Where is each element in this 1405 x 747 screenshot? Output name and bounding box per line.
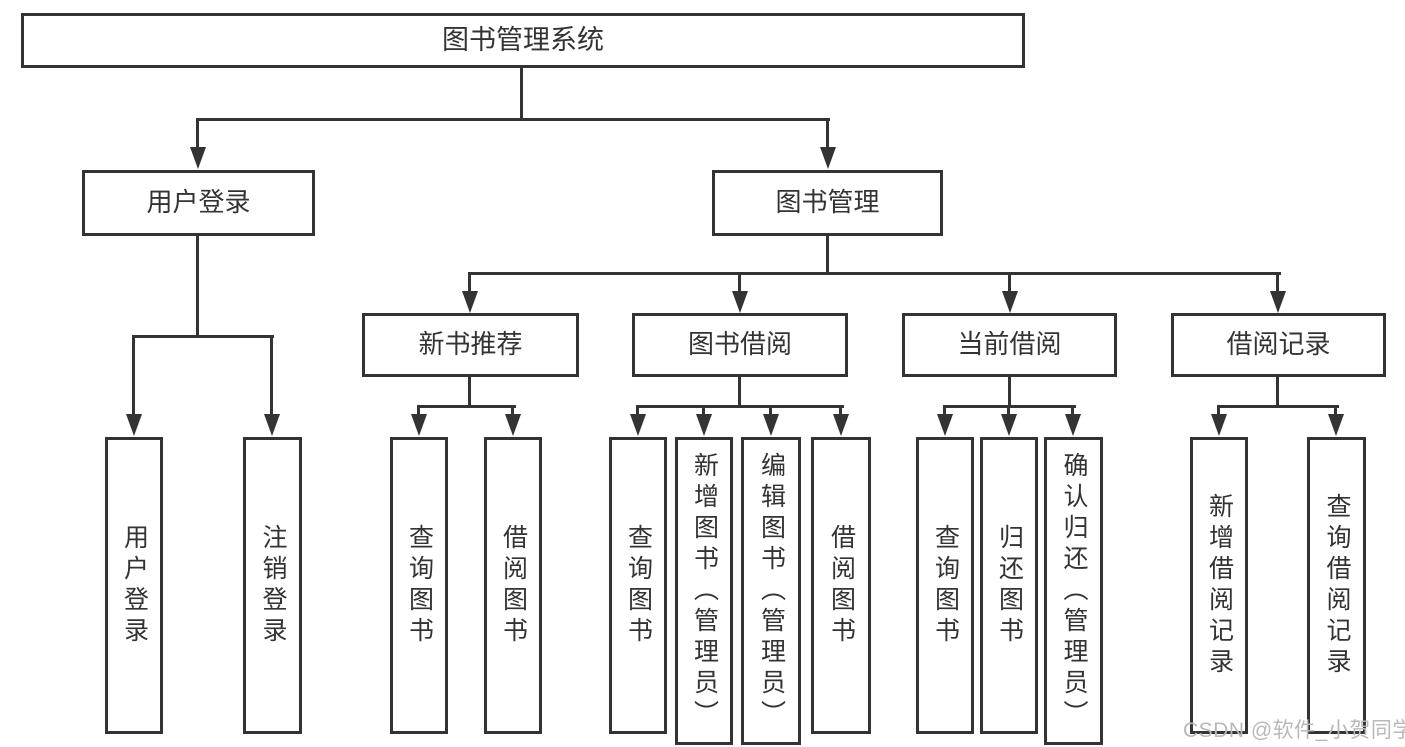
node-book-management: 图书管理 (712, 170, 943, 236)
leaf-borrow-query-books-label: 查询图书 (624, 523, 653, 648)
leaf-current-return-books-label: 归还图书 (995, 523, 1024, 648)
leaf-user-login-label: 用户登录 (120, 523, 149, 648)
leaf-borrow-add-books-admin: 新增图书（管理员） (675, 437, 733, 745)
leaf-user-login: 用户登录 (105, 437, 163, 734)
node-borrow-records-label: 借阅记录 (1226, 329, 1331, 360)
connector-line (1071, 405, 1074, 417)
leaf-current-query-books-label: 查询图书 (931, 523, 960, 648)
connector-line (1217, 405, 1220, 417)
leaf-newbooks-borrow-books: 借阅图书 (484, 437, 542, 734)
node-current-borrow: 当前借阅 (902, 313, 1117, 377)
node-book-borrow: 图书借阅 (632, 313, 848, 377)
leaf-records-add-record-label: 新增借阅记录 (1205, 492, 1234, 679)
connector-line (943, 405, 946, 417)
connector-arrow (630, 414, 646, 436)
connector-line (196, 118, 830, 121)
leaf-newbooks-query-books-label: 查询图书 (405, 523, 434, 648)
connector-arrow (732, 291, 748, 313)
connector-arrow (462, 291, 478, 313)
connector-line (196, 118, 199, 150)
connector-line (468, 377, 471, 407)
csdn-watermark: CSDN @软件_小贺同学 (1183, 719, 1405, 742)
connector-line (132, 335, 274, 338)
node-current-borrow-label: 当前借阅 (957, 329, 1062, 360)
connector-line (738, 272, 741, 293)
leaf-borrow-borrow-books: 借阅图书 (811, 437, 871, 734)
leaf-current-confirm-return-admin: 确认归还（管理员） (1044, 437, 1103, 745)
connector-line (132, 335, 135, 416)
connector-line (839, 405, 842, 417)
leaf-records-query-record-label: 查询借阅记录 (1323, 492, 1351, 679)
node-book-management-label: 图书管理 (775, 187, 880, 218)
connector-line (520, 68, 523, 118)
connector-line (468, 272, 1281, 275)
node-root-system: 图书管理系统 (21, 13, 1025, 68)
connector-arrow (264, 414, 280, 436)
leaf-current-return-books: 归还图书 (980, 437, 1038, 734)
connector-line (636, 405, 639, 417)
leaf-borrow-edit-books-admin: 编辑图书（管理员） (741, 437, 801, 745)
connector-line (769, 405, 772, 417)
connector-line (511, 405, 514, 417)
connector-line (702, 405, 705, 417)
node-user-login: 用户登录 (82, 170, 315, 236)
connector-arrow (190, 147, 206, 169)
connector-line (417, 405, 516, 408)
leaf-borrow-add-books-admin-label: 新增图书（管理员） (690, 451, 719, 731)
connector-line (1008, 377, 1011, 407)
node-new-book-recommend: 新书推荐 (362, 313, 579, 377)
node-new-book-recommend-label: 新书推荐 (418, 329, 523, 360)
connector-line (468, 272, 471, 293)
connector-line (196, 236, 199, 335)
node-borrow-records: 借阅记录 (1171, 313, 1386, 377)
connector-line (738, 377, 741, 407)
connector-arrow (1001, 414, 1017, 436)
node-user-login-label: 用户登录 (146, 187, 251, 218)
node-book-borrow-label: 图书借阅 (687, 329, 792, 360)
connector-arrow (820, 147, 836, 169)
connector-arrow (833, 414, 849, 436)
connector-line (1276, 272, 1279, 293)
connector-arrow (1328, 414, 1344, 436)
connector-line (826, 118, 829, 150)
connector-arrow (696, 414, 712, 436)
connector-line (417, 405, 420, 417)
connector-line (1217, 405, 1339, 408)
connector-line (826, 236, 829, 275)
connector-arrow (505, 414, 521, 436)
node-root-label: 图书管理系统 (442, 25, 604, 56)
leaf-current-confirm-return-admin-label: 确认归还（管理员） (1060, 451, 1088, 731)
connector-arrow (763, 414, 779, 436)
leaf-records-add-record: 新增借阅记录 (1190, 437, 1248, 734)
leaf-logout-label: 注销登录 (259, 523, 287, 648)
connector-arrow (411, 414, 427, 436)
connector-line (1007, 405, 1010, 417)
connector-line (270, 335, 273, 416)
connector-line (1334, 405, 1337, 417)
connector-arrow (1270, 291, 1286, 313)
connector-arrow (1002, 291, 1018, 313)
leaf-logout: 注销登录 (243, 437, 302, 734)
leaf-records-query-record: 查询借阅记录 (1307, 437, 1366, 734)
leaf-newbooks-borrow-books-label: 借阅图书 (499, 523, 528, 648)
connector-arrow (1211, 414, 1227, 436)
connector-line (1008, 272, 1011, 293)
connector-line (636, 405, 844, 408)
leaf-borrow-edit-books-admin-label: 编辑图书（管理员） (757, 451, 786, 731)
leaf-current-query-books: 查询图书 (916, 437, 974, 734)
leaf-borrow-query-books: 查询图书 (609, 437, 667, 734)
connector-arrow (126, 414, 142, 436)
leaf-borrow-borrow-books-label: 借阅图书 (827, 523, 856, 648)
connector-arrow (1065, 414, 1081, 436)
connector-line (1276, 377, 1279, 407)
connector-arrow (937, 414, 953, 436)
leaf-newbooks-query-books: 查询图书 (390, 437, 448, 734)
